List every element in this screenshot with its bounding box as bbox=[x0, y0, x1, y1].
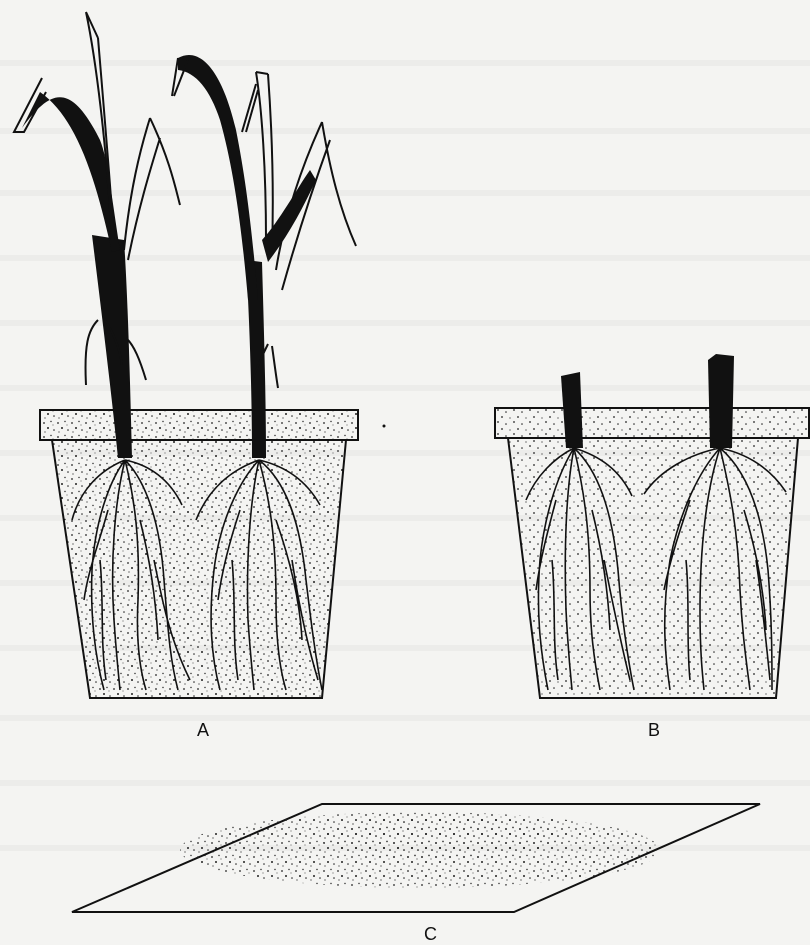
plant-a-right-leaf-dark bbox=[178, 55, 258, 300]
panel-a: A bbox=[14, 12, 358, 740]
plant-a-left-leaf-outline-3 bbox=[124, 118, 180, 260]
stray-mark bbox=[383, 425, 386, 428]
panel-b: B bbox=[495, 354, 809, 740]
plant-a-right-leaf-dark-2 bbox=[262, 170, 316, 262]
tray-c-soil-core bbox=[320, 816, 560, 860]
panel-label-a: A bbox=[197, 720, 209, 740]
panel-label-c: C bbox=[424, 924, 437, 944]
pot-b-rim bbox=[495, 408, 809, 438]
panel-c: C bbox=[72, 804, 760, 944]
panel-label-b: B bbox=[648, 720, 660, 740]
pot-a-rim bbox=[40, 410, 358, 440]
pot-b-body bbox=[508, 438, 798, 698]
plant-b-right-stub bbox=[708, 354, 734, 448]
